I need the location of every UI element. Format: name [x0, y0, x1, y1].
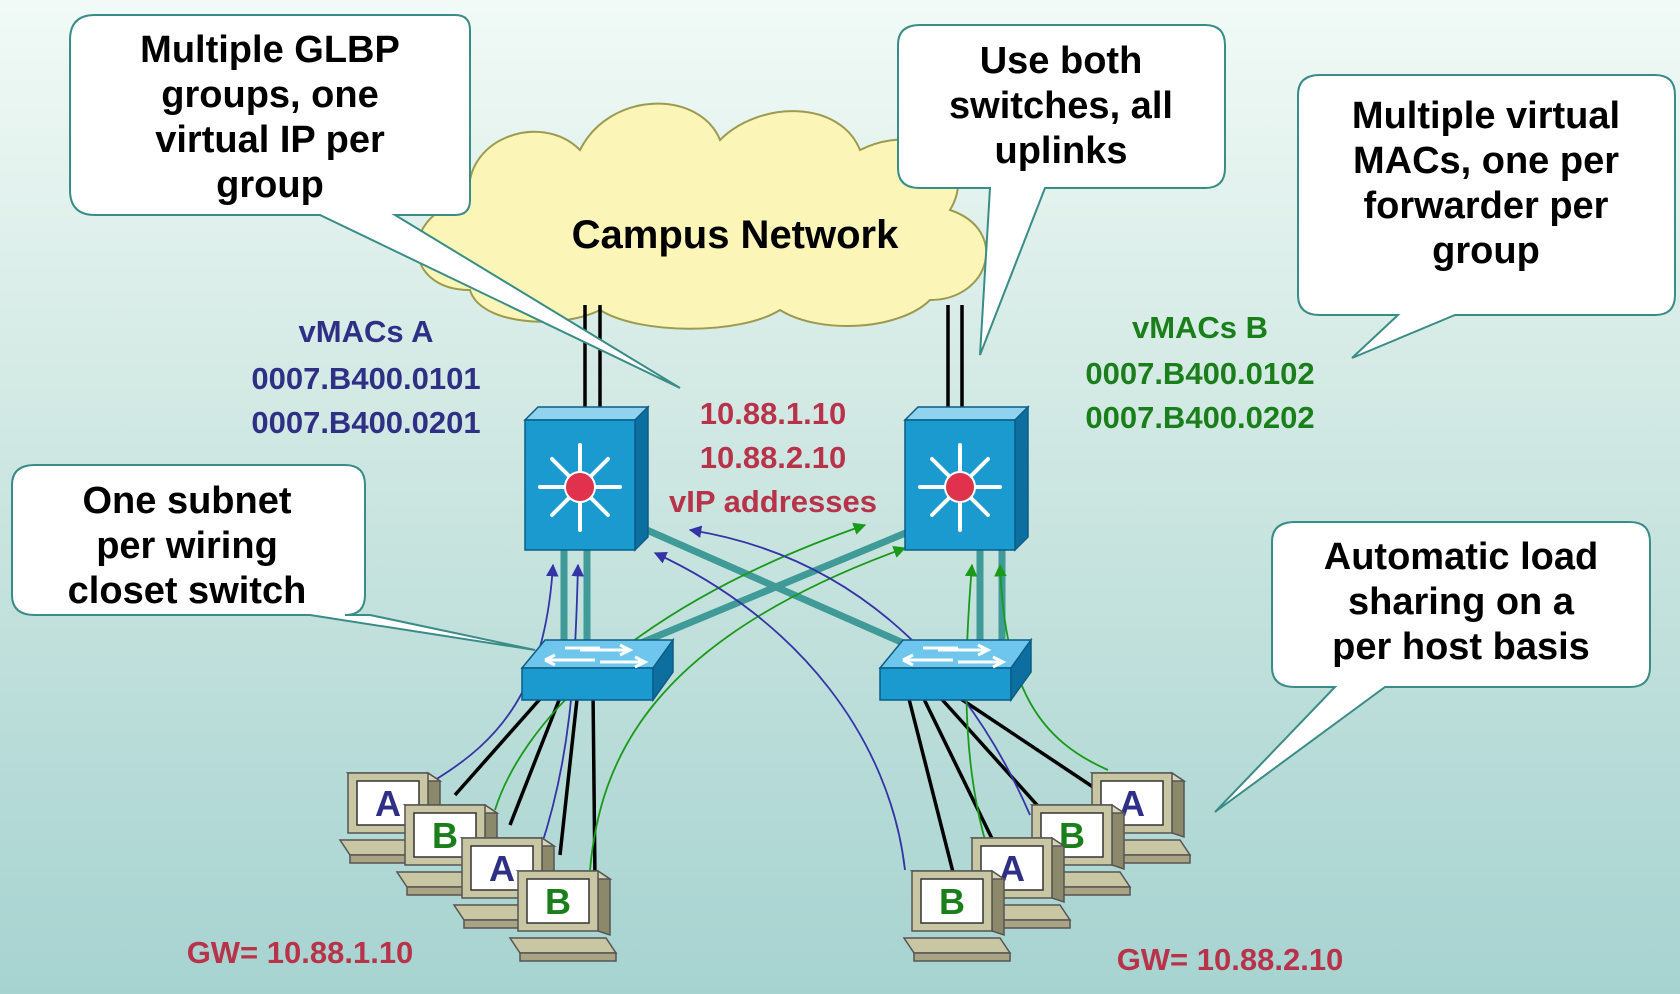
- vmacs-a-title: vMACs A: [299, 314, 434, 349]
- callout-glbp-line-2: groups, one: [161, 74, 378, 116]
- callout-load-sharing: Automatic load sharing on a per host bas…: [1214, 521, 1651, 813]
- vmacs-a-label: vMACs A 0007.B400.0101 0007.B400.0201: [251, 314, 480, 440]
- host-group-letter: A: [489, 848, 515, 889]
- host-group-letter: B: [432, 815, 458, 856]
- vmacs-a-address-1: 0007.B400.0101: [251, 361, 480, 396]
- callout-virtual-macs: Multiple virtual MACs, one per forwarder…: [1297, 74, 1676, 359]
- callout-load-line-2: sharing on a: [1348, 581, 1575, 623]
- distribution-switch-a: [523, 405, 650, 552]
- callout-load-line-3: per host basis: [1332, 626, 1590, 668]
- callout-glbp-line-4: group: [216, 164, 324, 206]
- callout-switches-line-2: switches, all: [949, 85, 1173, 127]
- vip-line-3: vIP addresses: [669, 484, 877, 519]
- campus-network-cloud: Campus Network: [416, 102, 988, 330]
- vmacs-a-address-2: 0007.B400.0201: [251, 405, 480, 440]
- cloud-label: Campus Network: [572, 213, 899, 257]
- callout-glbp-line-1: Multiple GLBP: [140, 29, 400, 71]
- vip-line-2: 10.88.2.10: [700, 440, 847, 475]
- callout-vmacs-line-2: MACs, one per: [1353, 140, 1619, 182]
- host-group-letter: B: [545, 881, 571, 922]
- callout-vmacs-line-4: group: [1432, 230, 1540, 272]
- gateway-left-label: GW= 10.88.1.10: [187, 935, 414, 970]
- host-group-letter: B: [939, 881, 965, 922]
- callout-subnet-line-2: per wiring: [96, 525, 278, 567]
- callout-vmacs-line-3: forwarder per: [1364, 185, 1609, 227]
- callout-switches-line-3: uplinks: [994, 130, 1127, 172]
- callout-glbp-line-3: virtual IP per: [155, 119, 385, 161]
- trunk-links: [560, 523, 1006, 664]
- host-pc: B: [508, 869, 618, 962]
- cloud-uplinks: [583, 305, 964, 420]
- callout-subnet-line-1: One subnet: [82, 480, 291, 522]
- access-switch-right: [878, 637, 1033, 703]
- vip-line-1: 10.88.1.10: [700, 396, 847, 431]
- gateway-right-label: GW= 10.88.2.10: [1117, 942, 1344, 977]
- callout-vmacs-line-1: Multiple virtual: [1352, 95, 1620, 137]
- callout-both-switches: Use both switches, all uplinks: [897, 24, 1226, 356]
- right-host-cables: [906, 693, 1106, 881]
- vmacs-b-label: vMACs B 0007.B400.0102 0007.B400.0202: [1085, 310, 1314, 435]
- vip-addresses-label: 10.88.1.10 10.88.2.10 vIP addresses: [669, 396, 877, 519]
- vmacs-b-address-2: 0007.B400.0202: [1085, 400, 1314, 435]
- host-pc: B: [902, 869, 1012, 962]
- vmacs-b-address-1: 0007.B400.0102: [1085, 356, 1314, 391]
- vmacs-b-title: vMACs B: [1132, 310, 1268, 345]
- callout-subnet-line-3: closet switch: [68, 570, 307, 612]
- callout-switches-line-1: Use both: [980, 40, 1143, 82]
- host-group-letter: A: [375, 783, 401, 824]
- access-switch-left: [520, 637, 675, 703]
- callout-glbp-groups: Multiple GLBP groups, one virtual IP per…: [69, 14, 681, 389]
- callout-subnet: One subnet per wiring closet switch: [11, 464, 536, 651]
- distribution-switch-b: [903, 405, 1030, 552]
- callout-load-line-1: Automatic load: [1324, 536, 1598, 578]
